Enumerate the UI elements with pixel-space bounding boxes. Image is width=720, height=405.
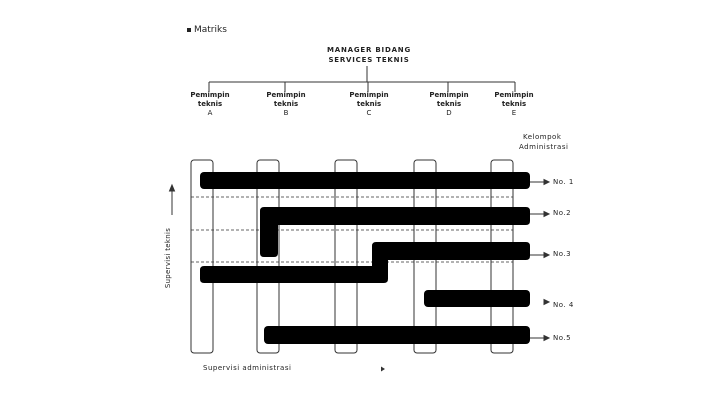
vertical-axis-label: Supervisi teknis [164,227,172,289]
leader-a-line3: A [207,109,213,117]
project-bars [200,172,530,344]
column-b [256,159,280,354]
horizontal-axis-label: Supervisi administrasi [203,364,292,372]
leader-d-line2: teknis [436,100,462,108]
bar-no2 [260,207,530,257]
arrow-no2-head [543,210,551,218]
row-label-no3: No.3 [553,250,572,258]
leader-c: Pemimpin teknis C [339,91,399,118]
admin-group-label: Kelompok Administrasi [519,132,568,152]
leader-e-line3: E [511,109,517,117]
leader-c-line1: Pemimpin [349,91,389,99]
leader-d-line1: Pemimpin [429,91,469,99]
vertical-axis-arrow [168,183,176,215]
leader-a-line1: Pemimpin [190,91,230,99]
manager-line2: SERVICES TEKNIS [328,56,410,64]
row-label-no1: No. 1 [553,178,574,186]
leader-e: Pemimpin teknis E [484,91,544,118]
bar-no1 [200,172,530,189]
manager-box: MANAGER BIDANG SERVICES TEKNIS [299,45,439,65]
leader-a: Pemimpin teknis A [180,91,240,118]
admin-group-line1: Kelompok [523,133,562,141]
bullet-item: Matriks [187,25,227,35]
row-label-no4: No. 4 [553,301,574,309]
arrow-no4-head [543,298,551,306]
vertical-axis-head [168,183,176,192]
row-label-no5: No.5 [553,334,572,342]
manager-line1: MANAGER BIDANG [327,46,411,54]
row-separators [191,196,513,263]
bullet-text: Matriks [194,25,227,35]
column-a [190,159,214,354]
leader-b-line3: B [283,109,289,117]
leader-e-line1: Pemimpin [494,91,534,99]
leader-b: Pemimpin teknis B [256,91,316,118]
org-connectors [208,66,516,92]
row-arrows [530,178,551,342]
admin-group-line2: Administrasi [519,143,569,151]
horizontal-axis-head [381,366,385,372]
leader-c-line2: teknis [356,100,382,108]
leader-d: Pemimpin teknis D [419,91,479,118]
arrow-no1-head [543,178,551,186]
bullet-icon [187,28,191,32]
arrow-no3-head [543,251,551,259]
bar-no5 [264,326,530,344]
column-c [334,159,358,354]
row-label-no2: No.2 [553,209,572,217]
leader-e-line2: teknis [501,100,527,108]
bar-no4 [424,290,530,307]
arrow-no5-head [543,334,551,342]
leader-d-line3: D [446,109,452,117]
leader-a-line2: teknis [197,100,223,108]
leader-b-line1: Pemimpin [266,91,306,99]
leader-b-line2: teknis [273,100,299,108]
leader-c-line3: C [366,109,372,117]
bar-no3 [200,242,530,283]
